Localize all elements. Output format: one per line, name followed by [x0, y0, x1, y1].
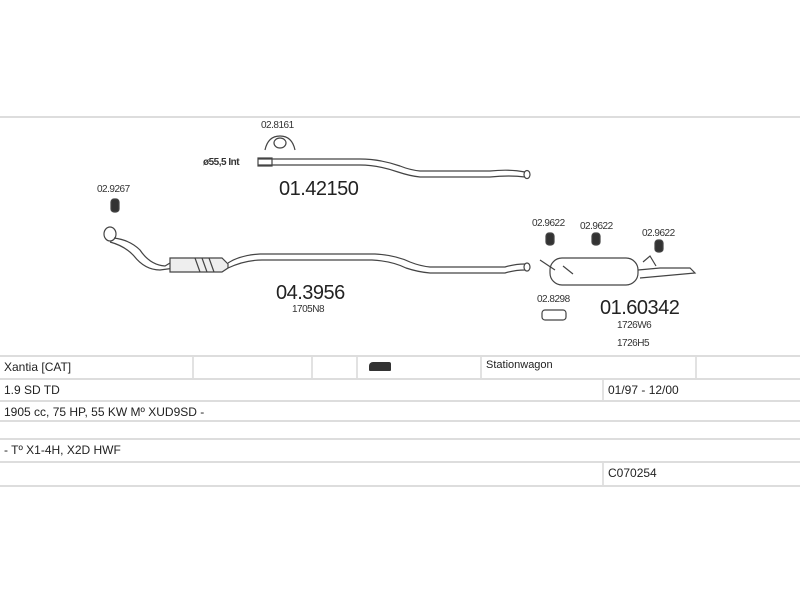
top-divider: [0, 116, 800, 118]
bottom-divider: [0, 485, 800, 487]
ref-rear-2: 1726H5: [617, 338, 650, 349]
label-hanger-1: 02.9622: [532, 218, 565, 229]
label-clamp: 02.8161: [261, 120, 294, 131]
pipe-end: [257, 157, 273, 167]
label-clamp2: 02.8298: [537, 294, 570, 305]
clamp2-icon: [541, 309, 567, 321]
label-diameter: ø55,5 Int: [203, 157, 240, 168]
table-row-empty: [0, 420, 800, 440]
model: Xantia [CAT]: [4, 360, 72, 374]
table-row-code: C070254: [0, 461, 800, 487]
table-row-type: - Tº X1-4H, X2D HWF: [0, 438, 800, 463]
label-hanger-2: 02.9622: [580, 221, 613, 232]
part-rear-silencer: 01.60342: [600, 297, 680, 319]
specs: 1905 cc, 75 HP, 55 KW Mº XUD9SD -: [4, 405, 205, 419]
hanger-icons: [545, 232, 664, 253]
table-row-engine: 1.9 SD TD 01/97 - 12/00: [0, 378, 800, 402]
part-mid-pipe: 01.42150: [279, 178, 359, 200]
mid-pipe: [258, 158, 526, 173]
part-front-pipe: 04.3956: [276, 282, 345, 304]
ref-rear-1: 1726W6: [617, 320, 652, 331]
type: - Tº X1-4H, X2D HWF: [4, 443, 121, 457]
gasket-icon: [110, 198, 120, 213]
silencer: [549, 257, 639, 286]
code: C070254: [602, 463, 657, 487]
clamp-icon: [264, 135, 296, 151]
label-gasket: 02.9267: [97, 184, 130, 195]
exhaust-diagram: [103, 135, 697, 321]
table-row-specs: 1905 cc, 75 HP, 55 KW Mº XUD9SD -: [0, 400, 800, 422]
label-hanger-3: 02.9622: [642, 228, 675, 239]
dates: 01/97 - 12/00: [602, 380, 679, 402]
body-type: Stationwagon: [480, 357, 553, 380]
station-wagon-icon: [369, 362, 391, 371]
engine: 1.9 SD TD: [4, 383, 60, 397]
table-row-model: Xantia [CAT] Stationwagon: [0, 355, 800, 380]
ref-front-pipe: 1705N8: [292, 304, 325, 315]
